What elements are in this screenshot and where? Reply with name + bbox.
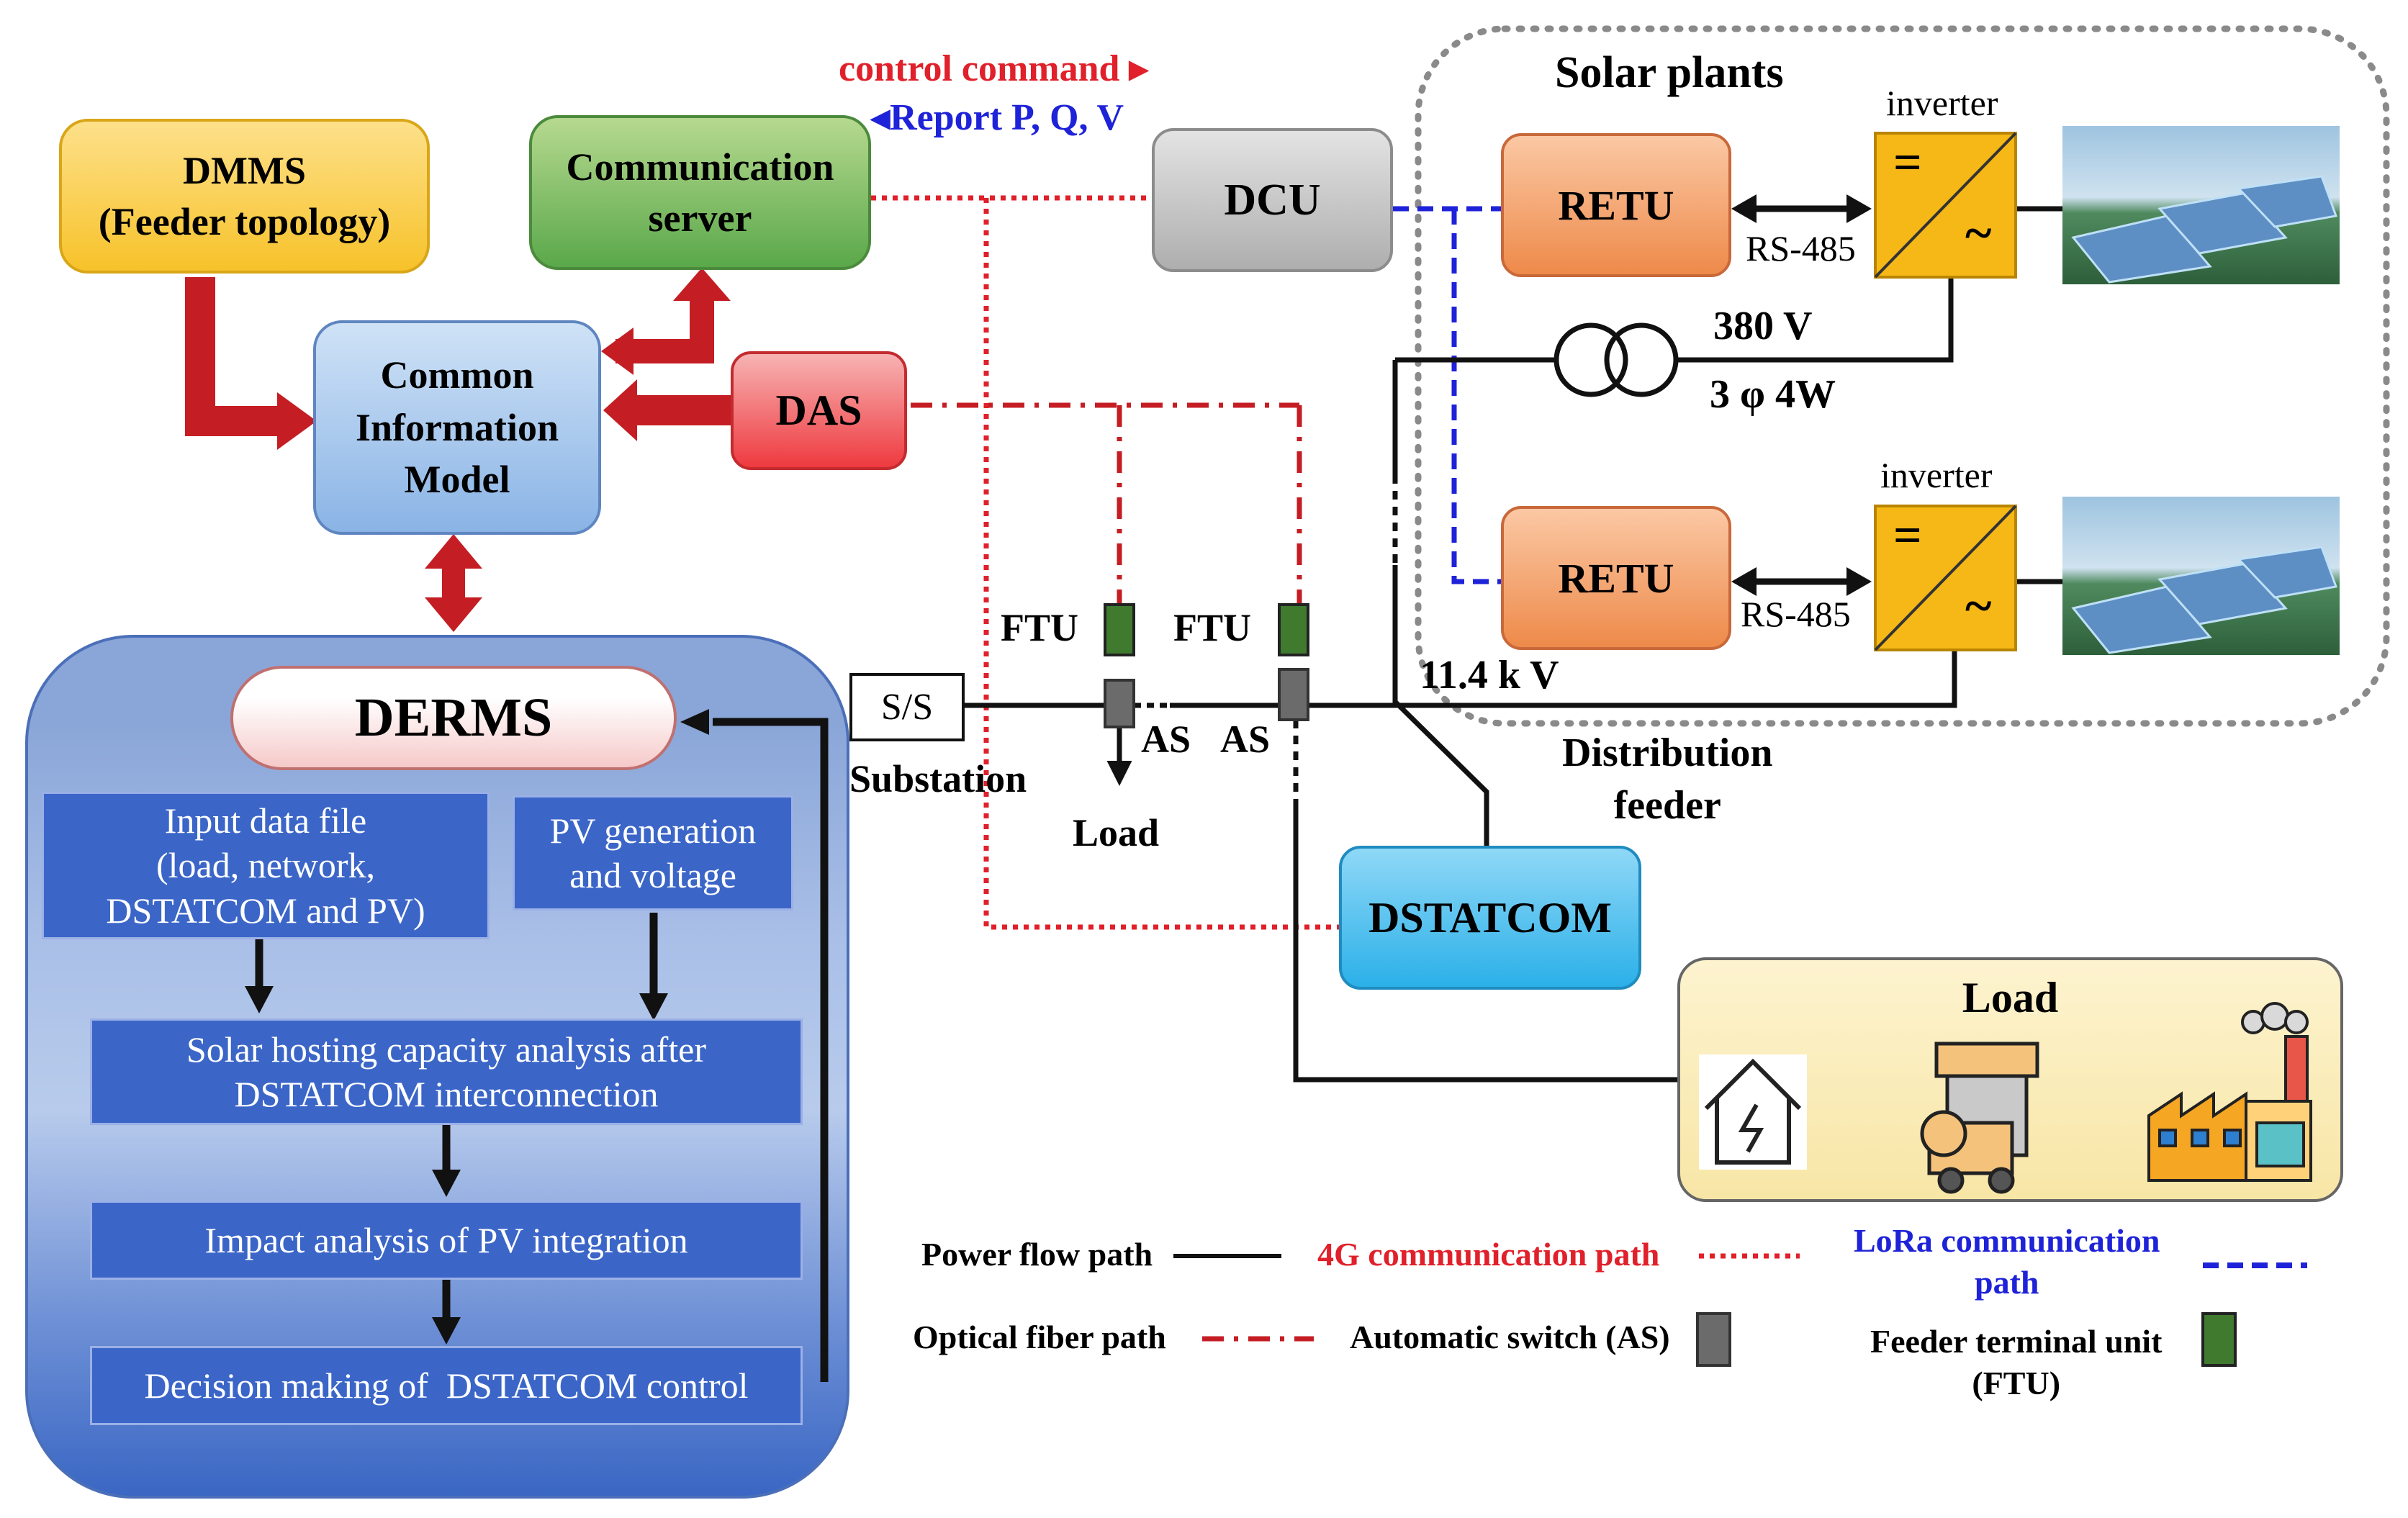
dstatcom-block: DSTATCOM <box>1339 846 1641 990</box>
impact-analysis-box: Impact analysis of PV integration <box>90 1201 803 1280</box>
pv-generation-label: PV generation and voltage <box>549 810 757 896</box>
factory-icon <box>2147 1002 2312 1182</box>
communication-server-block: Communication server <box>529 115 871 270</box>
retu-top-label: RETU <box>1558 181 1674 229</box>
legend-power-flow: Power flow path <box>921 1236 1153 1273</box>
input-data-box: Input data file (load, network, DSTATCOM… <box>42 792 490 939</box>
rs485-top-label: RS-485 <box>1746 228 1856 268</box>
decision-making-label: Decision making of DSTATCOM control <box>144 1365 749 1406</box>
feeder-voltage-label: 11.4 k V <box>1420 653 1559 697</box>
dmms-block: DMMS (Feeder topology) <box>59 119 430 274</box>
as-2-label: AS <box>1220 718 1271 761</box>
legend-samples <box>1173 1253 2307 1342</box>
legend-optical: Optical fiber path <box>913 1319 1166 1355</box>
4g-communication-lines <box>871 195 1339 930</box>
retu-bottom-block: RETU <box>1501 506 1731 650</box>
distribution-feeder-label: Distribution feeder <box>1562 731 1773 828</box>
legend-as: Automatic switch (AS) <box>1350 1319 1670 1355</box>
legend-ftu: Feeder terminal unit (FTU) <box>1870 1323 2163 1401</box>
input-data-label: Input data file (load, network, DSTATCOM… <box>106 800 425 931</box>
cim-block: Common Information Model <box>313 320 601 535</box>
solar-plants-boundary <box>1415 25 2390 727</box>
legend-ftu-swatch <box>2201 1312 2237 1367</box>
house-icon <box>1699 1054 1807 1170</box>
ftu-1-label: FTU <box>1001 606 1078 649</box>
inverter-bottom-label: inverter <box>1880 455 1993 495</box>
inverter-bottom-dc-symbol: = <box>1893 508 1922 564</box>
impact-analysis-label: Impact analysis of PV integration <box>204 1219 688 1260</box>
ftu-2-label: FTU <box>1173 606 1251 649</box>
das-block: DAS <box>731 351 907 470</box>
dcu-block: DCU <box>1152 128 1393 272</box>
report-label: ◂Report P, Q, V <box>871 97 1124 138</box>
voltage-380-label: 380 V <box>1713 304 1813 348</box>
rs485-bottom-label: RS-485 <box>1741 594 1851 634</box>
inverter-top-dc-symbol: = <box>1893 135 1922 191</box>
legend-as-swatch <box>1696 1312 1731 1367</box>
control-command-label: control command ▸ <box>839 48 1148 89</box>
cim-derms-arrow <box>425 534 482 632</box>
hosting-capacity-box: Solar hosting capacity analysis after DS… <box>90 1018 803 1125</box>
retu-bottom-label: RETU <box>1558 554 1674 602</box>
substation-box: S/S <box>849 673 965 741</box>
dmms-label: DMMS (Feeder topology) <box>98 149 391 243</box>
solar-panel-image-top <box>2062 126 2340 284</box>
legend-4g: 4G communication path <box>1317 1236 1660 1273</box>
inverter-bottom-ac-symbol: ~ <box>1965 579 1992 634</box>
das-to-cim-arrow <box>603 379 731 441</box>
solar-panel-image-bottom <box>2062 497 2340 655</box>
hosting-capacity-label: Solar hosting capacity analysis after DS… <box>186 1029 706 1115</box>
feeder-load-label: Load <box>1073 811 1160 854</box>
automatic-switch-2 <box>1278 668 1309 721</box>
retu-top-block: RETU <box>1501 133 1731 277</box>
pv-generation-box: PV generation and voltage <box>513 795 793 911</box>
inverter-top-label: inverter <box>1886 83 1998 123</box>
das-label: DAS <box>775 387 862 434</box>
inverter-top-ac-symbol: ~ <box>1965 206 1992 261</box>
automatic-switch-1 <box>1104 679 1135 728</box>
phase-label: 3 φ 4W <box>1710 372 1836 417</box>
communication-server-label: Communication server <box>566 145 834 240</box>
ss-label: S/S <box>880 687 934 728</box>
derms-title: DERMS <box>354 687 553 748</box>
load-box-title: Load <box>1962 974 2059 1021</box>
rs485-arrowheads <box>1731 194 1872 596</box>
inverter-top <box>1874 132 2017 279</box>
cim-label: Common Information Model <box>356 353 559 502</box>
cim-to-server-arrow <box>601 268 731 375</box>
dmms-to-cim-arrow <box>185 277 317 450</box>
transformer-icon <box>1554 322 1679 397</box>
rs485-links <box>1742 205 1857 585</box>
optical-fiber-lines <box>911 402 1302 605</box>
dcu-label: DCU <box>1224 175 1321 225</box>
legend-lora: LoRa communication path <box>1854 1222 2160 1301</box>
substation-label: Substation <box>849 757 1027 800</box>
inverter-bottom <box>1874 505 2017 651</box>
decision-making-box: Decision making of DSTATCOM control <box>90 1346 803 1425</box>
solar-plants-title: Solar plants <box>1555 48 1784 97</box>
derms-title-pill: DERMS <box>230 666 677 770</box>
dstatcom-label: DSTATCOM <box>1368 893 1612 941</box>
as-1-label: AS <box>1141 718 1191 761</box>
lora-communication-lines <box>1393 206 1501 584</box>
ftu-1 <box>1104 603 1135 656</box>
ftu-2 <box>1278 603 1309 656</box>
store-icon <box>1920 1042 2039 1194</box>
